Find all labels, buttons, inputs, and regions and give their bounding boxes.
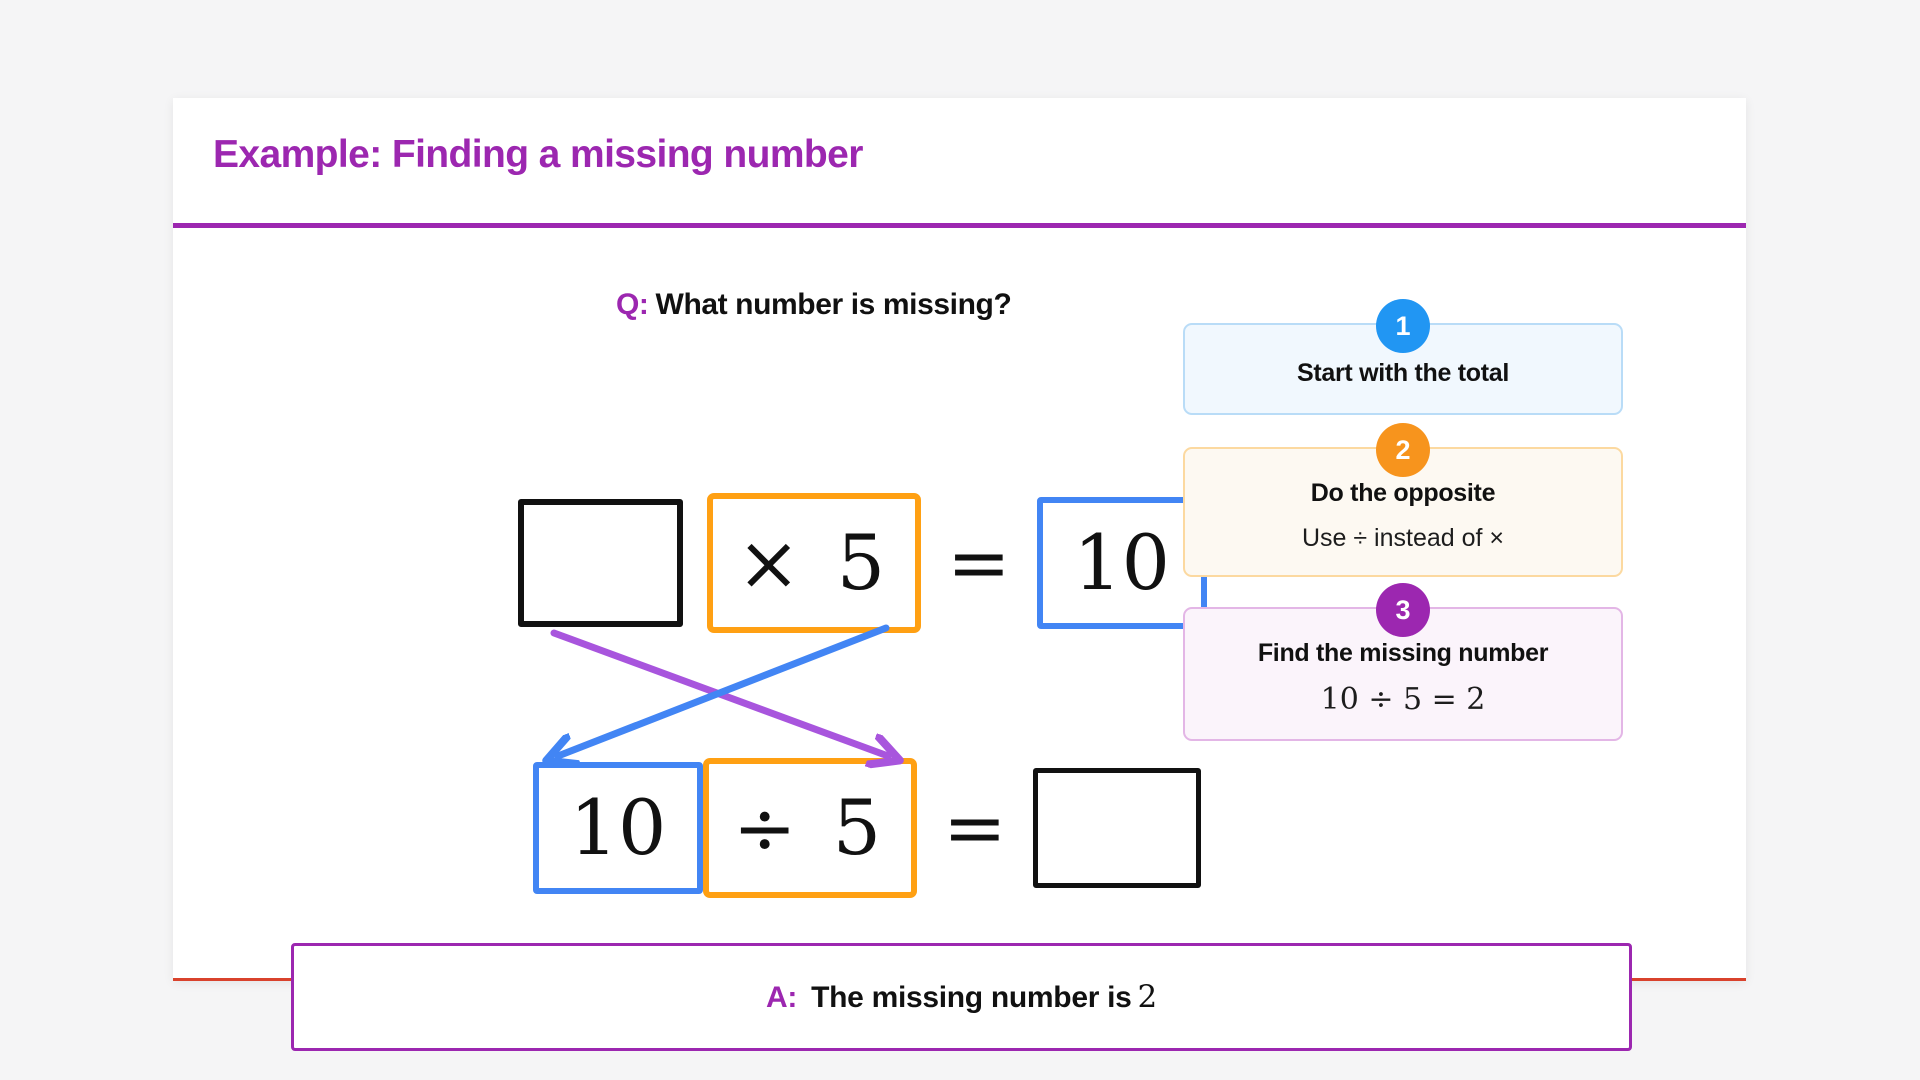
step-card-2[interactable]: 2 Do the opposite Use ÷ instead of × (1183, 423, 1623, 577)
step-title-1: Start with the total (1296, 358, 1510, 387)
step-badge-2: 2 (1376, 423, 1430, 477)
step-subtitle-2: Use ÷ instead of × (1301, 524, 1505, 552)
slide-card: Example: Finding a missing number Q:What… (173, 98, 1746, 1051)
step-badge-3: 3 (1376, 583, 1430, 637)
divide-operator-box: ÷ 5 (703, 758, 917, 898)
missing-number-box-top[interactable] (518, 499, 683, 627)
original-equation-row: × 5 = 10 (518, 493, 1207, 633)
steps-column: 1 Start with the total 2 Do the opposite… (1183, 299, 1623, 769)
total-value-box-bottom: 10 (533, 762, 703, 894)
question-text: What number is missing? (655, 288, 1012, 321)
slide-body: Q:What number is missing? × 5 = 10 10 ÷ … (173, 228, 1746, 1051)
question-line: Q:What number is missing? (616, 288, 1012, 322)
rearranged-equation-row: 10 ÷ 5 = (533, 758, 1201, 898)
missing-number-box-bottom[interactable] (1032, 768, 1201, 888)
step-card-1[interactable]: 1 Start with the total (1183, 299, 1623, 415)
step-title-2: Do the opposite (1310, 479, 1496, 507)
answer-prefix: A: (766, 981, 798, 1014)
total-value-box-top: 10 (1036, 497, 1207, 629)
step-subtitle-3: 10 ÷ 5 = 2 (1320, 682, 1486, 717)
multiply-operator-box: × 5 (707, 493, 921, 633)
step-card-3[interactable]: 3 Find the missing number 10 ÷ 5 = 2 (1183, 583, 1623, 741)
slide-header: Example: Finding a missing number (173, 98, 1746, 228)
equals-sign-bottom: = (943, 783, 1007, 872)
question-prefix: Q: (616, 288, 649, 321)
step-title-3: Find the missing number (1257, 639, 1549, 667)
total-moves-front-arrow (558, 624, 890, 756)
multiply-to-divide-arrow (550, 629, 888, 756)
page-title: Example: Finding a missing number (213, 133, 863, 176)
step-badge-1: 1 (1376, 299, 1430, 353)
answer-text: The missing number is (811, 981, 1132, 1014)
answer-value: 2 (1137, 979, 1158, 1015)
equals-sign-top: = (947, 518, 1011, 607)
